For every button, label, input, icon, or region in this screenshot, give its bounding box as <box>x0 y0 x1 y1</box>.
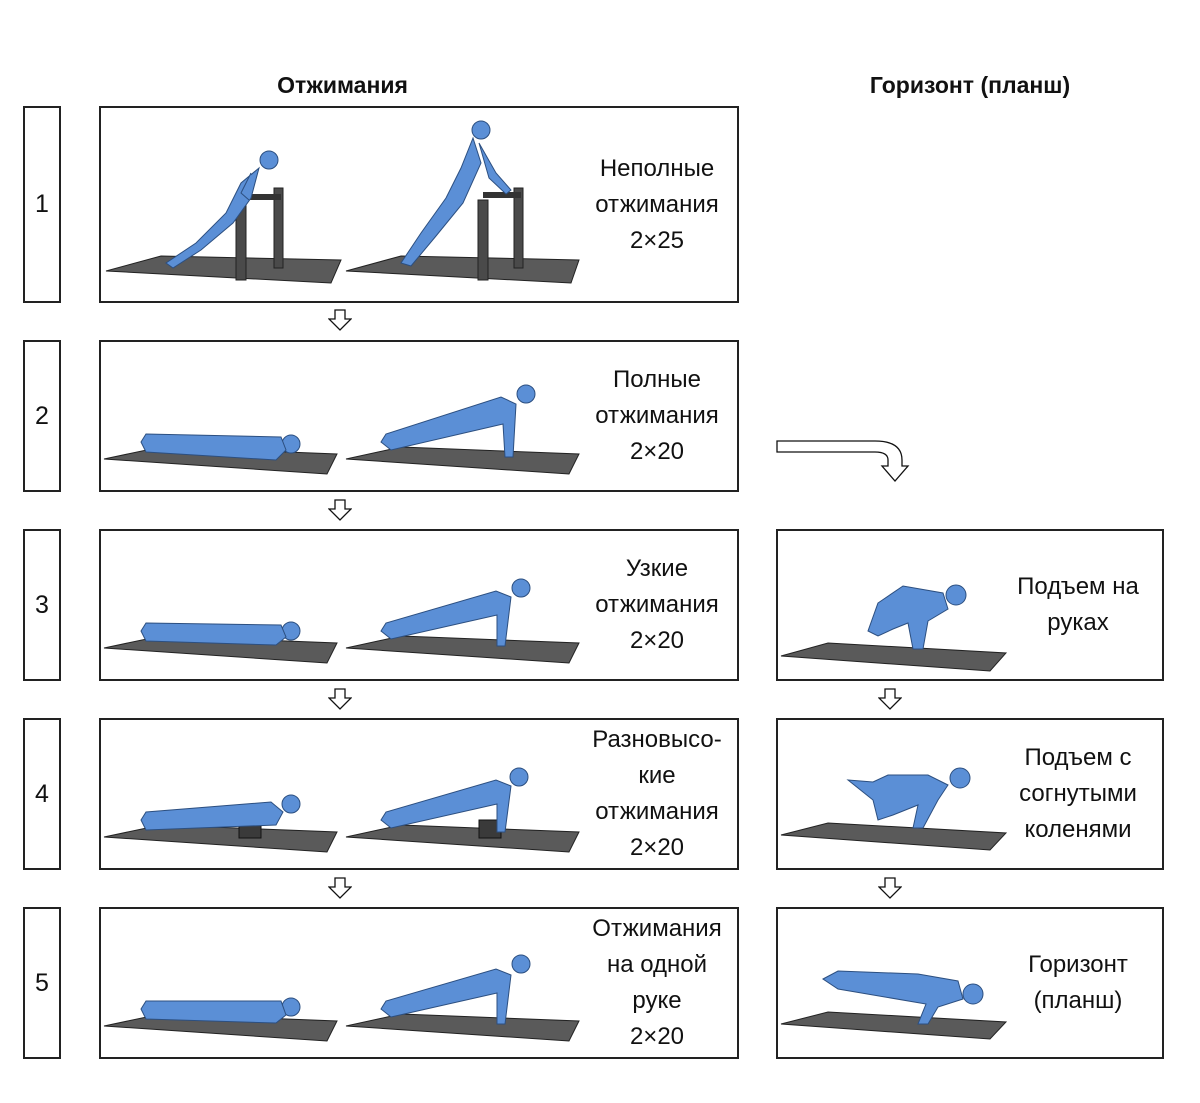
level-2: 2 <box>23 340 61 492</box>
mat-icon <box>345 446 580 475</box>
planche-step-2: Подъем с согнутыми коленями <box>776 718 1164 870</box>
person-icon <box>140 621 301 646</box>
mat-icon <box>345 255 580 284</box>
person-icon <box>380 954 531 1025</box>
down-arrow-icon <box>328 309 352 331</box>
pushup-step-2: Полные отжимания 2×20 <box>99 340 739 492</box>
planche-step-1: Подъем на руках <box>776 529 1164 681</box>
level-4: 4 <box>23 718 61 870</box>
person-icon <box>140 997 301 1024</box>
person-icon <box>140 794 301 831</box>
down-arrow-icon <box>328 499 352 521</box>
person-icon <box>380 767 529 833</box>
person-icon <box>867 584 967 650</box>
mat-icon <box>345 824 580 853</box>
mat-icon <box>780 642 1008 672</box>
down-arrow-icon <box>878 877 902 899</box>
mat-icon <box>780 1011 1008 1040</box>
down-arrow-icon <box>878 688 902 710</box>
person-icon <box>846 767 971 829</box>
planche-step-3: Горизонт (планш) <box>776 907 1164 1059</box>
level-1: 1 <box>23 106 61 303</box>
person-icon <box>380 384 536 458</box>
pushup-step-4: Разновысо- кие отжимания 2×20 <box>99 718 739 870</box>
person-icon <box>140 433 301 461</box>
column-title-pushups: Отжимания <box>277 72 408 98</box>
down-arrow-icon <box>328 688 352 710</box>
mat-icon <box>780 822 1008 851</box>
pushup-step-1: Неполные отжимания 2×25 <box>99 106 739 303</box>
person-icon <box>380 578 531 647</box>
bent-arrow-icon <box>776 440 910 482</box>
mat-icon <box>105 255 342 284</box>
mat-icon <box>103 824 338 853</box>
pushup-step-5: Отжимания на одной руке 2×20 <box>99 907 739 1059</box>
person-icon <box>400 120 512 267</box>
mat-icon <box>345 1013 580 1042</box>
bar-icon <box>477 187 524 281</box>
level-3: 3 <box>23 529 61 681</box>
person-icon <box>165 150 279 269</box>
down-arrow-icon <box>328 877 352 899</box>
level-5: 5 <box>23 907 61 1059</box>
step-label: Неполные отжимания 2×25 <box>595 154 719 254</box>
person-icon <box>822 970 984 1025</box>
pushup-step-3: Узкие отжимания 2×20 <box>99 529 739 681</box>
figures-incline <box>101 108 581 301</box>
mat-icon <box>345 635 580 664</box>
column-title-planche: Горизонт (планш) <box>869 72 1071 98</box>
